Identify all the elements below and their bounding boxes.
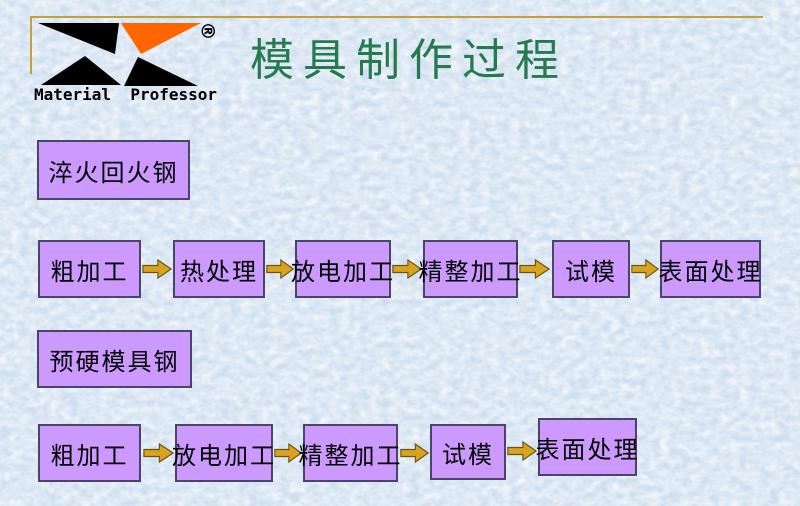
flow-arrow-icon (507, 440, 537, 462)
flow1-step-heat-treatment: 热处理 (173, 240, 265, 298)
brand-logo-icon (38, 23, 201, 86)
flow-arrow-icon (142, 258, 172, 280)
flow-arrow-icon (400, 442, 429, 464)
registered-trademark-icon: ® (196, 21, 219, 41)
flow-arrow-icon (392, 258, 422, 280)
flow2-step-rough-machining: 粗加工 (38, 424, 141, 482)
title-rule-vertical (30, 16, 32, 74)
flow-arrow-icon (143, 442, 174, 464)
flow1-step-surface-treatment: 表面处理 (659, 240, 761, 298)
flow2-step-surface-treatment: 表面处理 (536, 418, 638, 476)
flow1-step-edm: 放电加工 (291, 240, 393, 298)
flow1-material-box: 淬火回火钢 (37, 140, 190, 200)
flow2-step-edm: 放电加工 (172, 424, 274, 482)
flow1-step-rough-machining: 粗加工 (38, 240, 141, 298)
brand-name: Material Professor (34, 85, 218, 104)
flow2-material-box: 预硬模具钢 (37, 330, 192, 388)
slide-title: 模具制作过程 (250, 35, 568, 86)
flow-arrow-icon (519, 258, 550, 280)
flow-arrow-icon (266, 258, 294, 280)
flow-arrow-icon (631, 258, 659, 280)
title-rule-horizontal (30, 16, 763, 18)
flow1-step-trial-mold: 试模 (552, 240, 630, 298)
flow-arrow-icon (274, 442, 302, 464)
flow2-step-trial-mold: 试模 (430, 424, 506, 480)
flow1-step-finishing: 精整加工 (419, 240, 521, 298)
flow2-step-finishing: 精整加工 (299, 424, 401, 482)
